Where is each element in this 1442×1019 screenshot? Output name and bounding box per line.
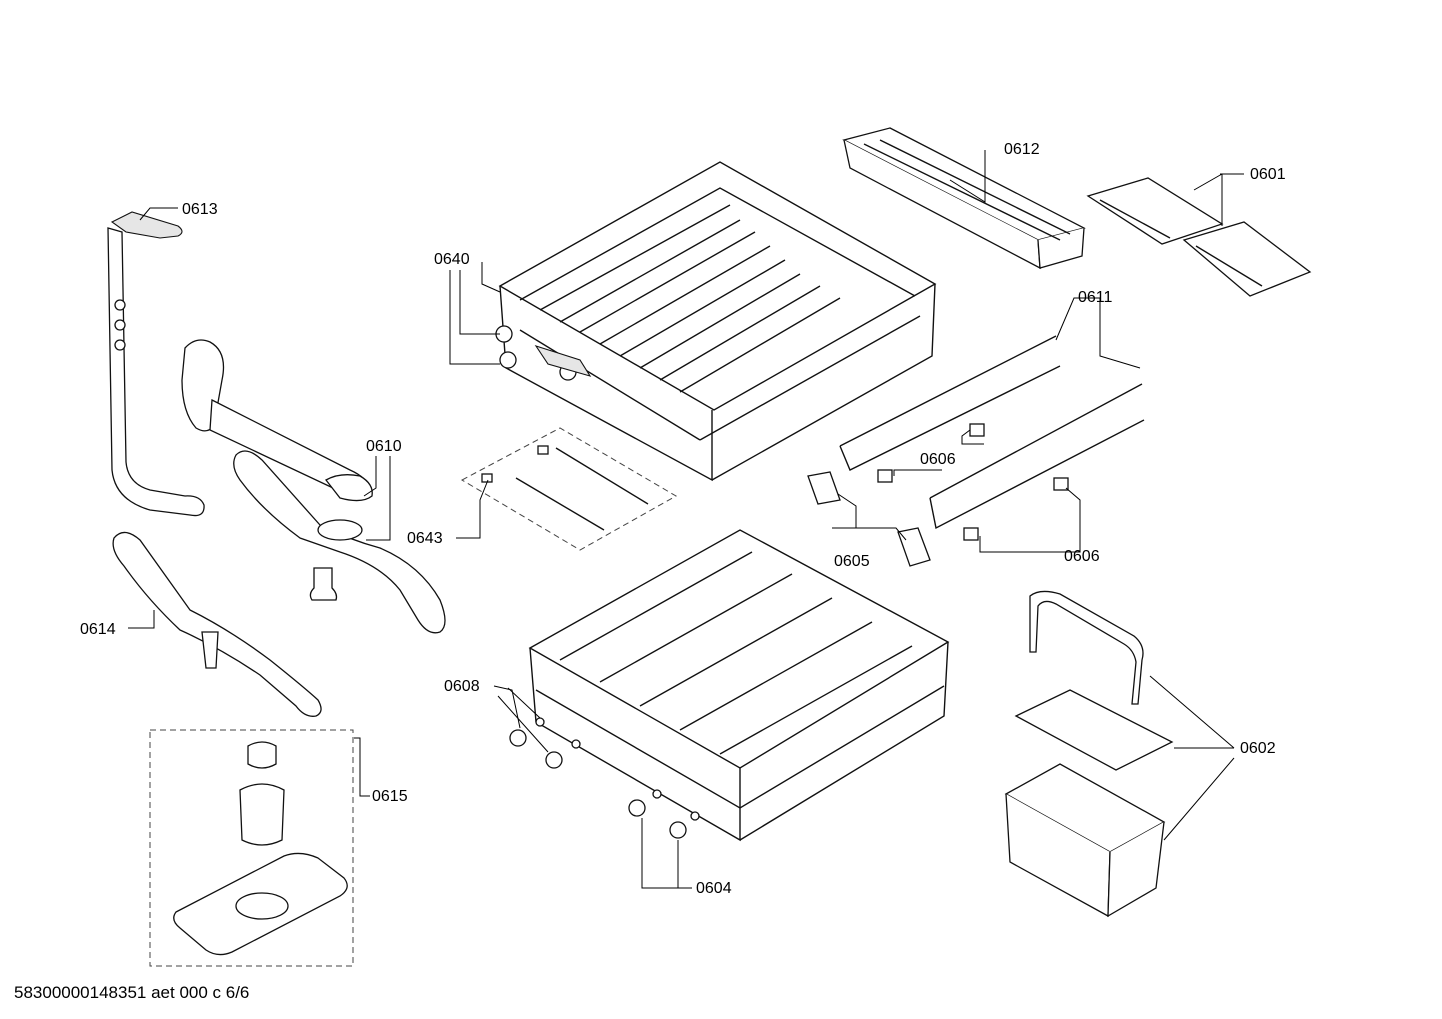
part-filter-assembly [149,729,354,967]
label-0602: 0602 [1240,740,1276,757]
label-0601: 0601 [1250,166,1286,183]
label-0606-upper: 0606 [920,451,956,468]
part-tine-rows [839,335,1145,530]
label-0612: 0612 [1004,141,1040,158]
label-0606-lower: 0606 [1064,548,1100,565]
part-upper-rack [495,161,937,482]
label-0604: 0604 [696,880,732,897]
label-0610: 0610 [366,438,402,455]
part-spray-arm-upper [233,450,446,634]
label-0613: 0613 [182,201,218,218]
part-spray-tube [107,211,205,517]
label-0615: 0615 [372,788,408,805]
part-tine-insert [460,427,678,551]
part-labels: 0613 0640 0612 0601 0611 0610 0606 0643 … [80,141,1286,897]
label-0614: 0614 [80,621,116,638]
label-0605: 0605 [834,553,870,570]
label-0608: 0608 [444,678,480,695]
label-0640: 0640 [434,251,470,268]
part-lower-rack [528,529,950,842]
part-rack-clips [807,423,1069,567]
part-upper-spray-arm [181,339,373,502]
part-rack-wheels [509,717,700,839]
leader-lines [128,150,1244,889]
part-cutlery-tray [842,127,1086,270]
part-cutlery-basket [1004,590,1174,918]
drawing-code: 58300000148351 aet 000 c 6/6 [14,983,249,1002]
label-0643: 0643 [407,530,443,547]
part-spray-arm-lower [112,531,322,717]
part-rack-inserts [1086,177,1312,297]
label-0611: 0611 [1078,289,1113,306]
